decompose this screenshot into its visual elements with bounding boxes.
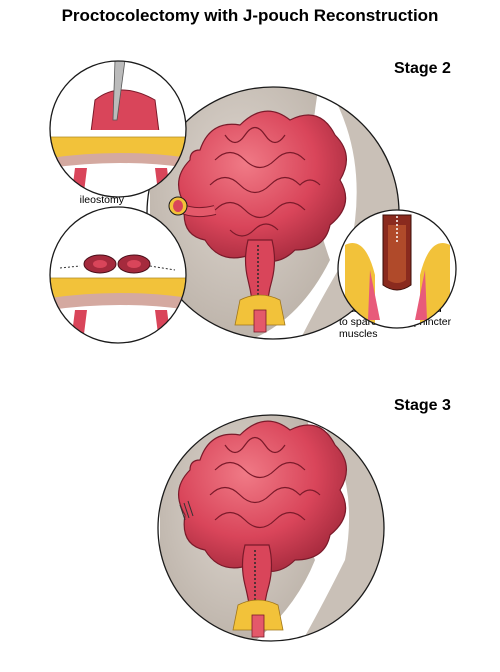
loop-ileostomy-inset-bottom [50, 207, 186, 343]
stage-3-heading: Stage 3 [394, 397, 451, 414]
stage-3-circle [158, 415, 384, 641]
small-intestine-stage-3 [178, 420, 347, 572]
loop-ileostomy-inset-bottom-outline [49, 206, 187, 344]
figure-title: Proctocolectomy with J-pouch Reconstruct… [61, 6, 439, 25]
j-pouch-inset [338, 210, 456, 328]
stoma-marker [168, 196, 188, 216]
stage-2-heading: Stage 2 [394, 60, 451, 77]
stage-3-circle-outline [157, 414, 385, 642]
loop-ileostomy-inset-top-outline [49, 60, 187, 198]
loop-ileostomy-inset-top [50, 61, 186, 197]
pouch-label-line-3: muscles [339, 328, 378, 340]
j-pouch-inset-outline [337, 209, 457, 329]
